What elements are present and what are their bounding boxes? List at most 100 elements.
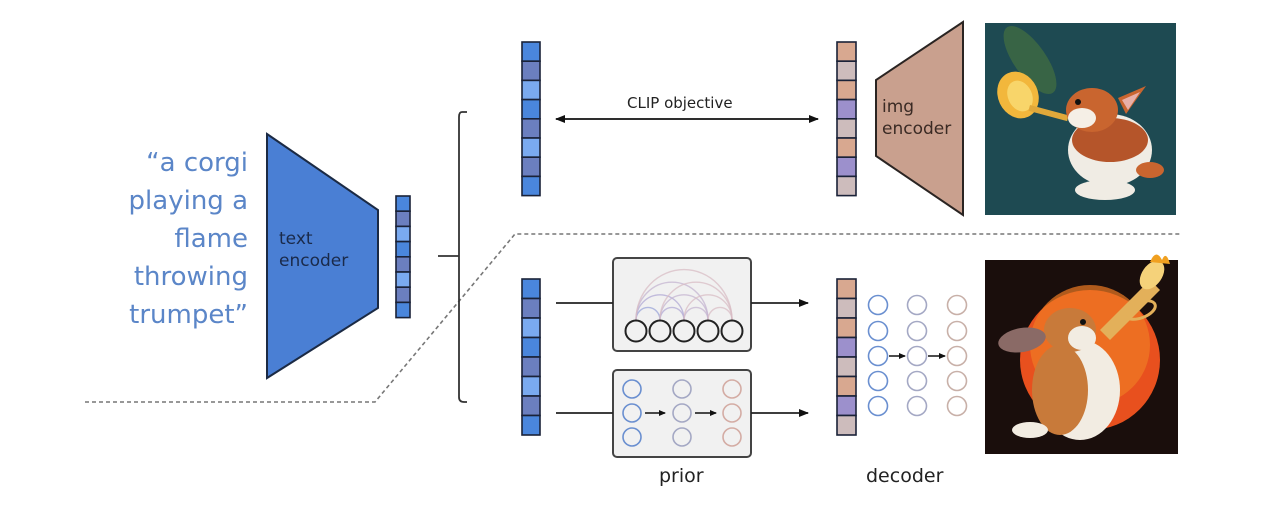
embedding-cell	[836, 118, 857, 139]
diffusion-node	[672, 379, 692, 399]
decoder-label: decoder	[866, 465, 944, 487]
attention-arc	[635, 294, 685, 321]
decoder-node	[867, 395, 889, 417]
embedding-cell	[521, 375, 541, 397]
diffusion-node	[722, 427, 742, 447]
embedding-cell	[521, 297, 541, 319]
embedding-cell	[521, 156, 541, 178]
embedding-cell	[395, 286, 411, 304]
caption-line: “a corgi	[146, 148, 248, 178]
embedding-cell	[836, 336, 857, 358]
embedding-cell	[836, 60, 857, 82]
embedding-cell	[521, 118, 541, 139]
text-encoder-shape	[266, 132, 379, 380]
diffusion-node	[622, 403, 642, 423]
caption-line: trumpet”	[129, 300, 248, 330]
embedding-cell	[836, 375, 857, 397]
img-encoder-shape	[875, 20, 964, 217]
embedding-cell	[521, 175, 541, 197]
img-encoder-label-line2: encoder	[882, 119, 952, 139]
embedding-cell	[395, 301, 411, 319]
decoder-node	[867, 345, 889, 367]
text-embedding-small	[395, 195, 411, 319]
caption-line: flame	[174, 224, 248, 254]
embedding-cell	[836, 356, 857, 378]
embedding-cell	[521, 356, 541, 378]
embedding-cell	[395, 210, 411, 228]
text-embedding-top	[521, 41, 541, 197]
caption-line: throwing	[133, 262, 248, 292]
embedding-cell	[836, 41, 857, 63]
text-encoder-label-line2: encoder	[279, 251, 349, 271]
attention-arc	[635, 281, 709, 321]
decoder-node	[867, 294, 889, 316]
autoregressive-nodes	[624, 319, 744, 343]
attention-arc	[635, 268, 733, 321]
token-node	[624, 319, 648, 343]
embedding-cell	[395, 240, 411, 258]
diffusion-node	[672, 403, 692, 423]
text-encoder-label: text encoder	[279, 228, 348, 272]
diffusion-prior-nodes	[622, 379, 742, 447]
decoder-node	[867, 370, 889, 392]
diffusion-node	[722, 379, 742, 399]
prompt-caption: “a corgi playing a flame throwing trumpe…	[80, 144, 248, 334]
token-node	[720, 319, 744, 343]
embedding-cell	[836, 317, 857, 339]
decoder-node	[906, 370, 928, 392]
diffusion-node	[622, 379, 642, 399]
decoder-nodes	[867, 294, 968, 417]
embedding-cell	[521, 41, 541, 63]
embedding-cell	[395, 225, 411, 243]
embedding-cell	[836, 278, 857, 300]
embedding-cell	[836, 414, 857, 436]
text-embedding-bottom	[521, 278, 541, 436]
embedding-cell	[836, 297, 857, 319]
diffusion-node	[722, 403, 742, 423]
embedding-cell	[836, 175, 857, 197]
image-embedding-top	[836, 41, 857, 197]
embedding-cell	[521, 60, 541, 82]
embedding-cell	[836, 156, 857, 178]
attention-arcs	[635, 268, 733, 321]
prior-autoregressive-box	[612, 257, 752, 352]
embedding-cell	[395, 271, 411, 288]
img-encoder-label-line1: img	[882, 97, 915, 117]
dashed-separator	[85, 233, 1180, 403]
decoder-node	[906, 320, 928, 342]
text-encoder-label-line1: text	[279, 229, 313, 249]
attention-arc	[659, 281, 733, 321]
decoder-node	[946, 294, 968, 316]
token-node	[672, 319, 696, 343]
embedding-cell	[521, 414, 541, 436]
embedding-cell	[836, 395, 857, 417]
clip-objective-label: CLIP objective	[627, 94, 733, 112]
prior-diffusion-box	[612, 369, 752, 458]
decoder-node	[946, 320, 968, 342]
embedding-cell	[395, 195, 411, 212]
token-node	[648, 319, 672, 343]
decoder-node	[946, 395, 968, 417]
img-encoder-label: img encoder	[882, 96, 951, 140]
decoder-node	[906, 395, 928, 417]
embedding-cell	[521, 137, 541, 159]
connector-bracket	[458, 111, 467, 403]
decoder-node	[906, 345, 928, 367]
embedding-cell	[395, 255, 411, 273]
attention-arc	[707, 306, 733, 321]
embedding-cell	[521, 336, 541, 358]
embedding-cell	[521, 278, 541, 300]
decoder-node	[946, 370, 968, 392]
embedding-cell	[521, 395, 541, 417]
decoder-node	[867, 320, 889, 342]
decoder-node	[946, 345, 968, 367]
embedding-cell	[836, 137, 857, 159]
decoder-node	[906, 294, 928, 316]
token-node	[696, 319, 720, 343]
diffusion-node	[622, 427, 642, 447]
embedding-cell	[836, 98, 857, 120]
attention-arc	[683, 294, 733, 321]
generated-image-top	[985, 23, 1176, 215]
embedding-cell	[836, 79, 857, 101]
